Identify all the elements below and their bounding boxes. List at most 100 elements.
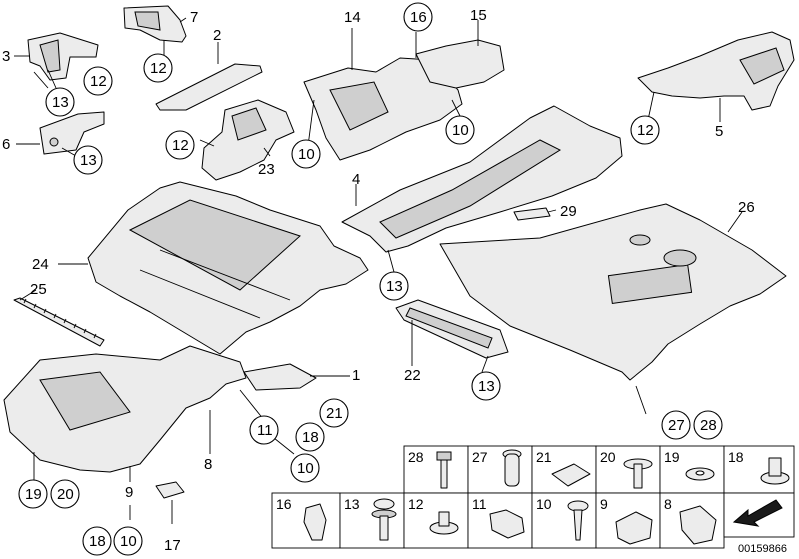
legend-cell-19: 19 bbox=[659, 445, 725, 494]
callout-ring-16: 16 bbox=[403, 2, 433, 32]
svg-text:12: 12 bbox=[90, 73, 107, 90]
callout-8: 8 bbox=[204, 456, 212, 473]
svg-text:13: 13 bbox=[80, 152, 97, 169]
svg-text:13: 13 bbox=[344, 496, 360, 512]
svg-text:12: 12 bbox=[150, 60, 167, 77]
collar-nut-icon bbox=[429, 511, 459, 535]
callouts: 1 2 3 4 5 6 7 8 9 14 15 17 22 23 24 25 2… bbox=[2, 7, 755, 554]
legend-cell-10: 10 bbox=[531, 492, 597, 549]
legend-cell-11: 11 bbox=[467, 492, 533, 549]
part-22-ramp bbox=[395, 299, 509, 359]
part-25-seal-strip bbox=[13, 297, 105, 347]
fastener-legend: 28 27 21 20 bbox=[271, 445, 795, 549]
svg-text:16: 16 bbox=[276, 496, 292, 512]
square-nut-icon bbox=[615, 511, 653, 545]
svg-text:18: 18 bbox=[89, 533, 106, 550]
svg-text:12: 12 bbox=[172, 137, 189, 154]
hex-bolt-icon bbox=[436, 451, 452, 489]
svg-text:12: 12 bbox=[637, 122, 654, 139]
part-14-tunnel-shield bbox=[303, 57, 463, 161]
svg-text:18: 18 bbox=[302, 429, 319, 446]
svg-text:13: 13 bbox=[478, 378, 495, 395]
legend-cell-28: 28 bbox=[403, 445, 469, 494]
svg-text:19: 19 bbox=[664, 449, 680, 465]
expanding-rivet-icon bbox=[502, 449, 522, 487]
svg-text:13: 13 bbox=[386, 278, 403, 295]
part-15-shield bbox=[415, 39, 505, 89]
part-7-bracket bbox=[123, 5, 187, 43]
callout-ring-27: 27 bbox=[661, 410, 691, 440]
callout-23: 23 bbox=[258, 161, 275, 178]
part-6-bracket bbox=[39, 111, 105, 155]
legend-cell-27: 27 bbox=[467, 445, 533, 494]
square-plate-icon bbox=[551, 463, 591, 487]
callout-ring-10c: 10 bbox=[290, 453, 320, 483]
svg-text:10: 10 bbox=[297, 460, 314, 477]
leader-lines bbox=[14, 17, 743, 524]
callout-17: 17 bbox=[164, 537, 181, 554]
callout-4: 4 bbox=[352, 171, 360, 188]
callout-22: 22 bbox=[404, 367, 421, 384]
svg-text:19: 19 bbox=[25, 486, 42, 503]
svg-text:10: 10 bbox=[536, 496, 552, 512]
callout-ring-18b: 18 bbox=[82, 526, 112, 556]
callout-ring-19: 19 bbox=[18, 479, 48, 509]
legend-cell-9: 9 bbox=[595, 492, 661, 549]
callout-6: 6 bbox=[2, 136, 10, 153]
svg-text:12: 12 bbox=[408, 496, 424, 512]
part-1-underbody-front bbox=[3, 345, 317, 473]
svg-text:11: 11 bbox=[472, 496, 487, 512]
callout-9: 9 bbox=[125, 484, 133, 501]
svg-text:8: 8 bbox=[664, 496, 672, 512]
svg-text:20: 20 bbox=[600, 449, 616, 465]
callout-ring-13b: 13 bbox=[73, 145, 103, 175]
svg-text:10: 10 bbox=[120, 533, 137, 550]
legend-cell-16: 16 bbox=[271, 492, 341, 549]
arrow-pointer-icon bbox=[732, 499, 783, 527]
callout-ring-21: 21 bbox=[319, 398, 349, 428]
cable-clip-icon bbox=[679, 505, 717, 545]
legend-cell-13: 13 bbox=[339, 492, 405, 549]
svg-text:10: 10 bbox=[298, 146, 315, 163]
legend-cell-12: 12 bbox=[403, 492, 469, 549]
push-clip-icon bbox=[623, 458, 653, 489]
callout-ring-12c: 12 bbox=[165, 130, 195, 160]
svg-text:27: 27 bbox=[668, 417, 685, 434]
callout-29: 29 bbox=[560, 203, 577, 220]
callout-2: 2 bbox=[213, 27, 221, 44]
callout-5: 5 bbox=[715, 123, 723, 140]
callout-ring-18a: 18 bbox=[295, 422, 325, 452]
self-tapping-screw-icon bbox=[567, 500, 589, 541]
callout-3: 3 bbox=[2, 48, 10, 65]
plastic-nut-icon bbox=[760, 457, 790, 485]
callout-ring-13d: 13 bbox=[471, 371, 501, 401]
flange-bolt-icon bbox=[371, 498, 397, 541]
legend-cell-21: 21 bbox=[531, 445, 597, 494]
svg-text:18: 18 bbox=[728, 449, 744, 465]
callout-ring-12d: 12 bbox=[630, 115, 660, 145]
callout-14: 14 bbox=[344, 9, 361, 26]
callout-ring-12a: 12 bbox=[83, 66, 113, 96]
part-23-heat-shield bbox=[201, 99, 295, 181]
svg-text:28: 28 bbox=[700, 417, 717, 434]
svg-text:11: 11 bbox=[257, 422, 273, 439]
part-17-clip bbox=[155, 481, 185, 499]
callout-ring-20: 20 bbox=[50, 479, 80, 509]
part-24-underbody-panel bbox=[87, 181, 369, 355]
callout-ring-13a: 13 bbox=[45, 87, 75, 117]
part-29-pad bbox=[513, 207, 551, 221]
callout-ring-28: 28 bbox=[693, 410, 723, 440]
part-2-strip bbox=[155, 63, 263, 111]
callout-1: 1 bbox=[352, 367, 360, 384]
clip-nut-icon bbox=[303, 503, 327, 541]
circled-callouts: 12 13 13 12 12 16 10 10 12 13 13 27 28 1… bbox=[18, 2, 723, 556]
svg-text:21: 21 bbox=[326, 405, 343, 422]
legend-cell-20: 20 bbox=[595, 445, 661, 494]
washer-icon bbox=[685, 467, 715, 481]
callout-15: 15 bbox=[470, 7, 487, 24]
callout-7: 7 bbox=[190, 9, 198, 26]
svg-text:28: 28 bbox=[408, 449, 424, 465]
part-4-tunnel-cover bbox=[341, 105, 623, 253]
legend-cell-8: 8 bbox=[659, 492, 725, 549]
